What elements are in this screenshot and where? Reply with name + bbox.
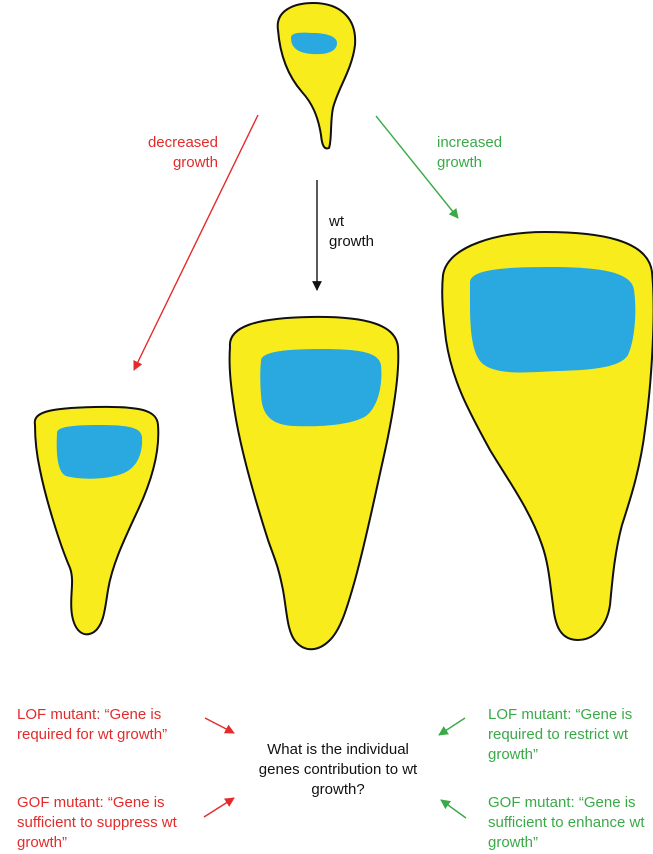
gof-green-arrow (441, 800, 466, 818)
lof-green-arrow (439, 718, 465, 735)
lof-required-note: LOF mutant: “Gene is required for wt gro… (17, 705, 207, 745)
gof-red-arrow (204, 798, 234, 817)
early-disc (278, 3, 355, 148)
central-question: What is the individual genes contributio… (253, 740, 423, 800)
decreased-growth-label: decreased growth (128, 133, 218, 173)
large-disc (442, 232, 653, 640)
large-disc-pouch (470, 267, 635, 372)
small-disc (35, 407, 159, 634)
gof-sufficient-enhance-note: GOF mutant: “Gene is sufficient to enhan… (488, 793, 653, 853)
early-disc-tissue (278, 3, 355, 148)
lof-red-arrow (205, 718, 234, 733)
lof-restrict-note: LOF mutant: “Gene is required to restric… (488, 705, 653, 765)
increased-growth-label: increased growth (437, 133, 517, 173)
wt-disc (230, 317, 399, 649)
wt-growth-label: wt growth (329, 212, 389, 252)
gof-sufficient-suppress-note: GOF mutant: “Gene is sufficient to suppr… (17, 793, 197, 853)
wt-disc-pouch (260, 349, 381, 426)
